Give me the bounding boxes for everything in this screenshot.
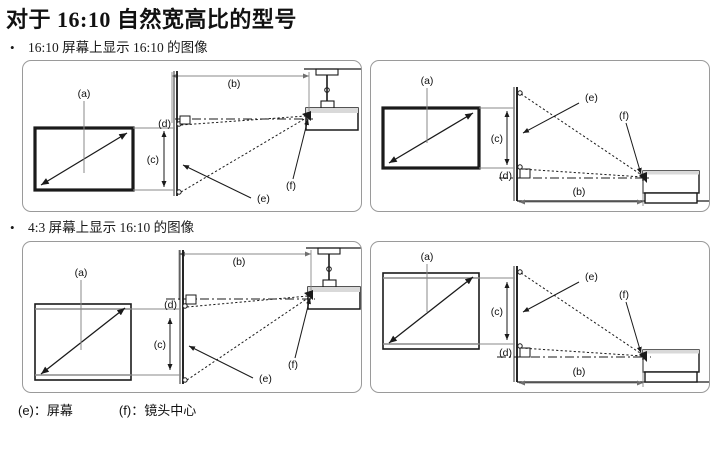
dimension-label-d: (d)	[158, 118, 171, 130]
dimension-label-c: (c)	[491, 306, 503, 318]
diagram-row-1610: (b)	[22, 60, 720, 213]
dimension-label-a: (a)	[75, 267, 88, 279]
bullet-marker-icon: •	[10, 40, 15, 56]
dimension-label-b: (b)	[573, 186, 586, 198]
panel-1610-ceiling: (b)	[22, 60, 362, 213]
legend-text-screen: 屏幕	[46, 402, 73, 418]
dimension-label-b: (b)	[233, 256, 246, 268]
panel-1610-table: (b) (c) (d) (a) (e)	[370, 60, 710, 213]
bullet-marker-icon: •	[10, 220, 15, 236]
dimension-label-f: (f)	[619, 289, 629, 301]
dimension-label-d: (d)	[499, 170, 512, 182]
legend-key-e: (e)	[18, 402, 34, 418]
projection-distance-page: 对于 16:10 自然宽高比的型号 • 16:10 屏幕上显示 16:10 的图…	[0, 7, 720, 466]
legend-item-screen: (e)：屏幕	[18, 400, 73, 419]
panel-43-table: (b) (c) (d) (a) (e)	[370, 240, 710, 393]
legend-key-f: (f)	[118, 402, 132, 418]
legend-item-lens-center: (f)：镜头中心	[119, 400, 196, 419]
dimension-label-e: (e)	[259, 373, 272, 385]
dimension-label-f: (f)	[619, 110, 629, 122]
legend-text-lens-center: 镜头中心	[144, 402, 197, 418]
dimension-label-a: (a)	[421, 75, 434, 87]
dimension-label-e: (e)	[585, 271, 598, 283]
legend-sep-e: ：	[33, 402, 47, 418]
dimension-label-d: (d)	[499, 347, 512, 359]
bullet-item-1610: • 16:10 屏幕上显示 16:10 的图像	[10, 40, 720, 56]
dimension-label-f: (f)	[288, 359, 298, 371]
bullet-item-43: • 4:3 屏幕上显示 16:10 的图像	[10, 220, 720, 236]
dimension-label-f: (f)	[286, 180, 296, 192]
dimension-label-c: (c)	[154, 339, 166, 351]
dimension-label-e: (e)	[585, 92, 598, 104]
bullet-label-1610: 16:10 屏幕上显示 16:10 的图像	[28, 40, 208, 56]
legend-sep-f: ：	[131, 402, 145, 418]
dimension-label-c: (c)	[147, 154, 159, 166]
diagram-row-43: (b)	[22, 240, 720, 393]
bullet-label-43: 4:3 屏幕上显示 16:10 的图像	[28, 220, 195, 236]
dimension-label-d: (d)	[164, 299, 177, 311]
legend-row: (e)：屏幕 (f)：镜头中心	[18, 400, 720, 419]
dimension-label-c: (c)	[491, 133, 503, 145]
dimension-label-b: (b)	[573, 366, 586, 378]
panel-43-ceiling: (b)	[22, 240, 362, 393]
dimension-label-e: (e)	[257, 193, 270, 205]
dimension-label-b: (b)	[228, 78, 241, 90]
dimension-label-a: (a)	[421, 251, 434, 263]
dimension-label-a: (a)	[78, 88, 91, 100]
page-title: 对于 16:10 自然宽高比的型号	[6, 7, 297, 32]
